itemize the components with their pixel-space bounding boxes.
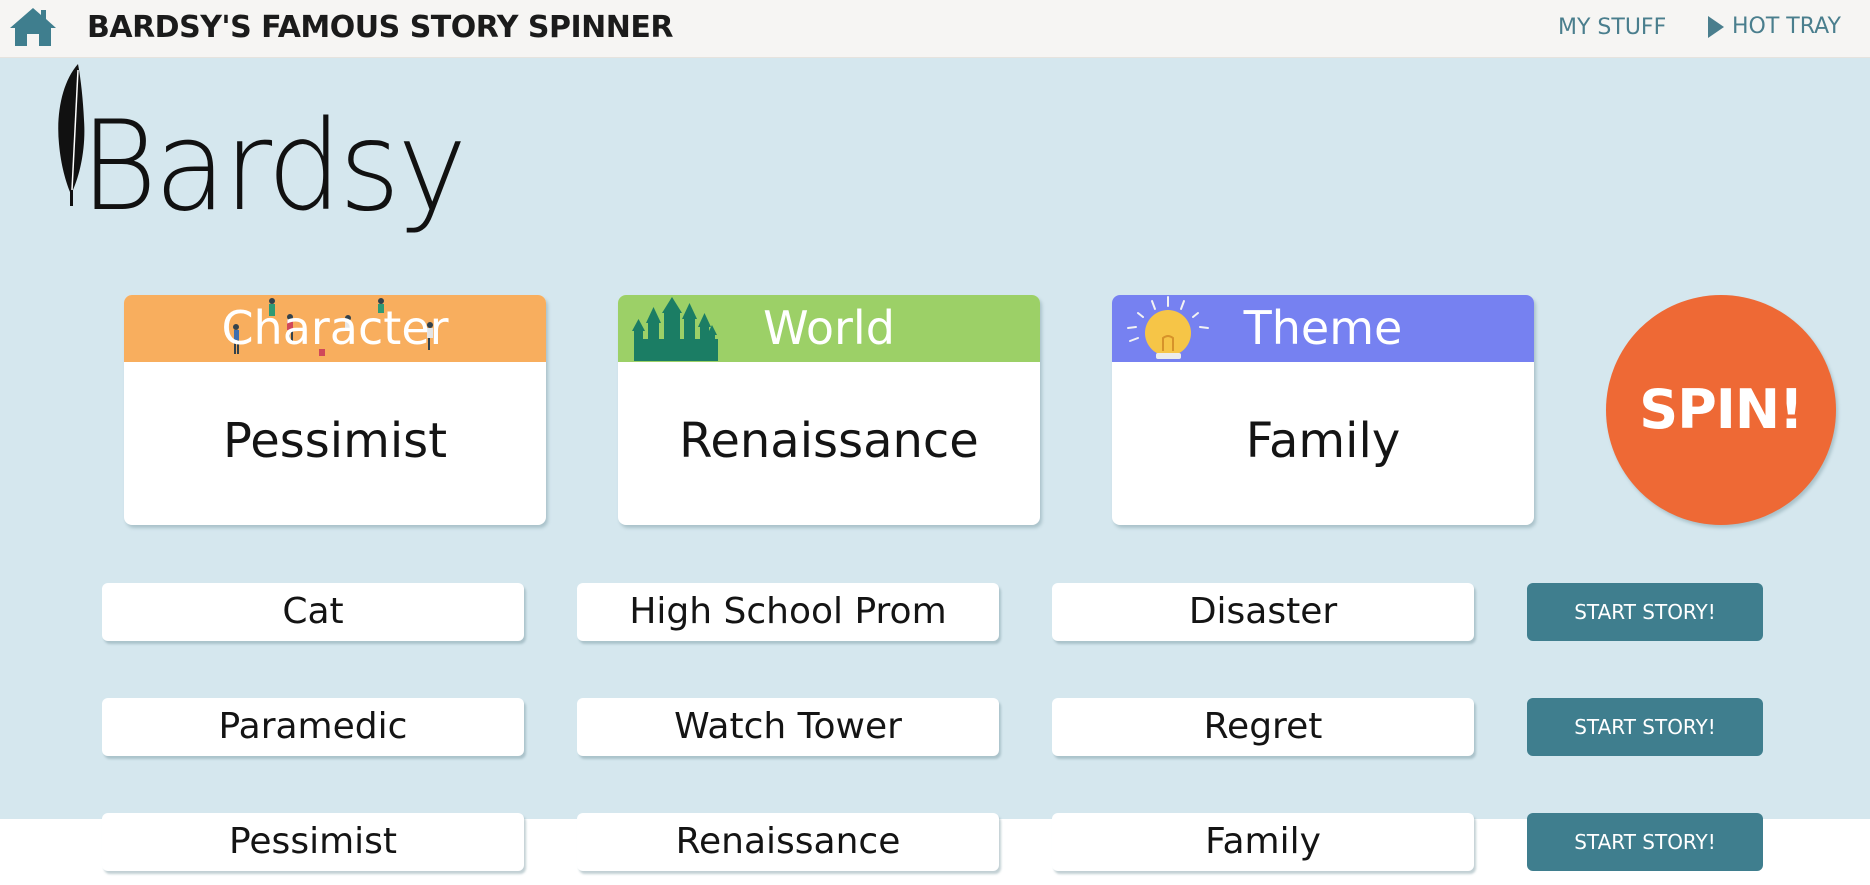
bardsy-logo: Bardsy: [56, 64, 467, 228]
history-character: Paramedic: [102, 698, 524, 756]
history-theme: Regret: [1052, 698, 1474, 756]
world-card-value: Renaissance: [679, 413, 979, 469]
nav-hot-tray-label: HOT TRAY: [1732, 14, 1841, 39]
feather-quill-icon: [58, 64, 85, 206]
start-story-button[interactable]: START STORY!: [1527, 813, 1763, 871]
history-world: Watch Tower: [577, 698, 999, 756]
theme-card: Theme Family: [1112, 295, 1534, 525]
logo-text: Bardsy: [80, 93, 467, 239]
history-world: High School Prom: [577, 583, 999, 641]
start-story-button[interactable]: START STORY!: [1527, 698, 1763, 756]
character-card-title: Character: [221, 301, 449, 355]
character-card-header: Character: [124, 295, 546, 362]
history-theme: Family: [1052, 813, 1474, 871]
world-card-title: World: [763, 301, 895, 355]
theme-card-title: Theme: [1243, 301, 1403, 355]
play-icon: [1708, 15, 1724, 38]
top-bar: BARDSY'S FAMOUS STORY SPINNER MY STUFF H…: [0, 0, 1870, 58]
spin-button[interactable]: SPIN!: [1606, 295, 1836, 525]
theme-card-header: Theme: [1112, 295, 1534, 362]
history-character: Cat: [102, 583, 524, 641]
nav-my-stuff-link[interactable]: MY STUFF: [1558, 15, 1667, 40]
people-crowd-icon: [233, 298, 433, 356]
history-character: Pessimist: [102, 813, 524, 871]
theme-card-value: Family: [1245, 413, 1401, 469]
app-title: BARDSY'S FAMOUS STORY SPINNER: [87, 10, 673, 45]
history-world: Renaissance: [577, 813, 999, 871]
world-card-header: World: [618, 295, 1040, 362]
character-card: Character Pessimist: [124, 295, 546, 525]
castle-icon: [632, 297, 718, 361]
nav-hot-tray-link[interactable]: HOT TRAY: [1708, 14, 1841, 39]
world-card: World Renaissance: [618, 295, 1040, 525]
history-theme: Disaster: [1052, 583, 1474, 641]
spin-button-label: SPIN!: [1639, 378, 1803, 441]
home-icon[interactable]: [8, 6, 58, 48]
start-story-button[interactable]: START STORY!: [1527, 583, 1763, 641]
character-card-value: Pessimist: [222, 413, 448, 469]
lightbulb-icon: [1127, 296, 1209, 359]
